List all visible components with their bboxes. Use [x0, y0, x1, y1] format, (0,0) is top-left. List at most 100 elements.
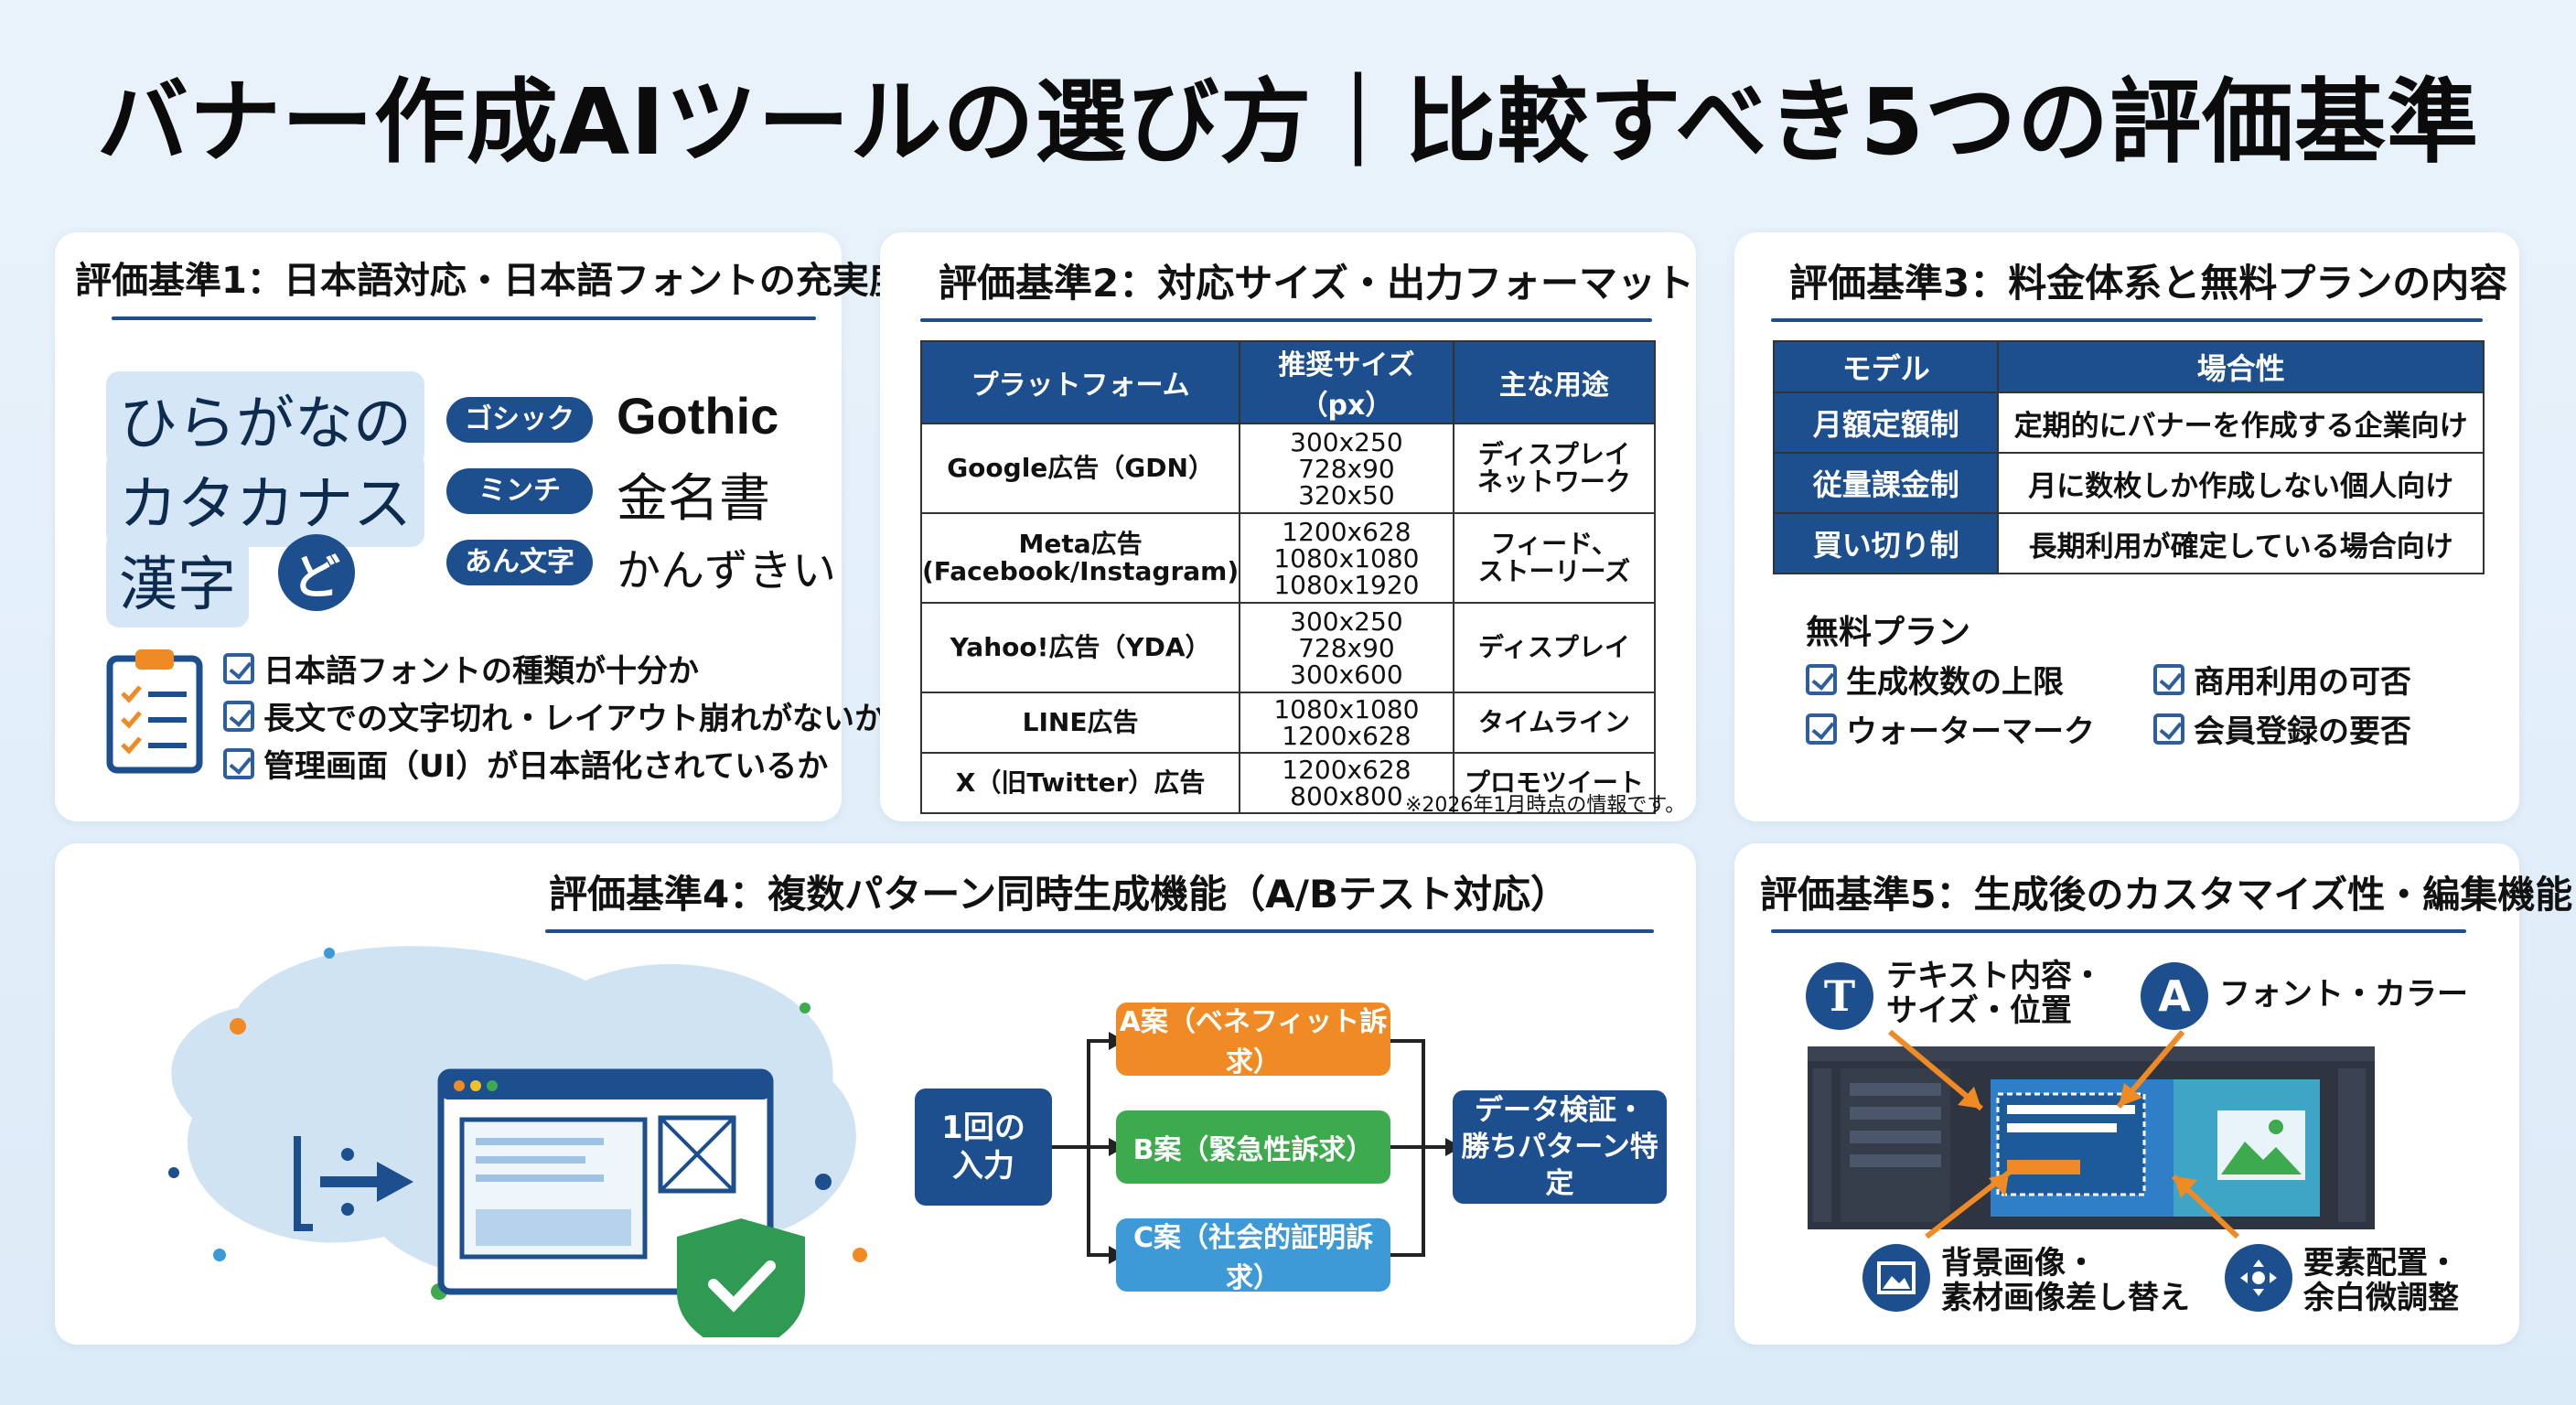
font-pill-handwriting: あん文字 [446, 540, 593, 585]
checkbox-icon [1806, 663, 1837, 695]
connector-line [1390, 1253, 1423, 1257]
usage-cell: プロモツイート [1452, 752, 1657, 814]
title-underline [1771, 929, 2466, 933]
move-icon [2225, 1244, 2292, 1312]
checkbox-icon [1806, 713, 1837, 745]
result-box: データ検証・ 勝ちパターン特定 [1453, 1090, 1667, 1204]
criterion-4-card: 評価基準4：複数パターン同時生成機能（A/Bテスト対応） [55, 843, 1696, 1356]
platform-cell: Meta広告 (Facebook/Instagram) [919, 512, 1241, 604]
criterion-1-card: 評価基準1：日本語対応・日本語フォントの充実度 ひらがなの カタカナス 漢字 ど… [55, 232, 906, 821]
kana-sample-kanji: 漢字 [106, 532, 249, 627]
flow-input-box: 1回の 入力 [915, 1089, 1052, 1206]
checkbox-icon [223, 652, 254, 684]
model-cell: 従量課金制 [1772, 452, 2000, 514]
case-cell: 月に数枚しか作成しない個人向け [1997, 452, 2485, 514]
font-color-icon: A [2141, 962, 2208, 1030]
feature-layout-label: 要素配置・ 余白微調整 [2303, 1245, 2459, 1316]
pattern-b-box: B案（緊急性訴求） [1116, 1110, 1390, 1184]
usage-cell: フィード、 ストーリーズ [1452, 512, 1657, 604]
free-plan-item: 商用利用の可否 [2153, 657, 2411, 702]
checkbox-icon [2153, 663, 2184, 695]
criterion-5-title: 評価基準5：生成後のカスタマイズ性・編集機能 [1760, 873, 2573, 917]
criterion-4-title: 評価基準4：複数パターン同時生成機能（A/Bテスト対応） [549, 872, 1569, 917]
criterion-3-title: 評価基準3：料金体系と無料プランの内容 [1789, 261, 2508, 306]
kana-sample-katakana: カタカナス [106, 452, 424, 547]
footnote: ※2026年1月時点の情報です。 [1405, 794, 1686, 817]
column-header: モデル [1772, 340, 2000, 393]
table-row: 従量課金制月に数枚しか作成しない個人向け [1772, 452, 2485, 514]
checkbox-icon [223, 700, 254, 732]
model-cell: 買い切り制 [1772, 512, 2000, 574]
criterion-2-card: 評価基準2：対応サイズ・出力フォーマット プラットフォーム 推奨サイズ（px） … [880, 232, 1696, 821]
checkbox-icon [223, 747, 254, 779]
font-sample-handwriting: かんずきい [617, 545, 837, 596]
table-row: 月額定額制定期的にバナーを作成する企業向け [1772, 391, 2485, 454]
free-plan-item: 生成枚数の上限 [1806, 657, 2064, 702]
check-item: 長文での文字切れ・レイアウト崩れがないか [223, 693, 886, 738]
kana-sample-hiragana: ひらがなの [106, 371, 424, 467]
check-item: 日本語フォントの種類が十分か [223, 646, 699, 691]
font-pill-mincho: ミンチ [446, 468, 593, 514]
free-plan-item: 会員登録の要否 [2153, 706, 2411, 751]
size-cell: 1200x628 800x800 [1239, 752, 1454, 814]
platform-cell: X（旧Twitter）広告 [919, 752, 1241, 814]
feature-text-label: テキスト内容・ サイズ・位置 [1886, 958, 2103, 1029]
feature-image-label: 背景画像・ 素材画像差し替え [1941, 1245, 2190, 1316]
title-underline [920, 318, 1652, 322]
table-header-row: モデル 場合性 [1772, 340, 2485, 393]
criterion-5-card: 評価基準5：生成後のカスタマイズ性・編集機能 T テキスト内容・ サイズ・位置 … [1734, 843, 2572, 1345]
font-logo-icon: ど [278, 534, 355, 611]
platform-cell: LINE広告 [919, 692, 1241, 754]
platform-cell: Yahoo!広告（YDA） [919, 602, 1241, 693]
checkbox-icon [2153, 713, 2184, 745]
criterion-1-title: 評価基準1：日本語対応・日本語フォントの充実度 [75, 260, 906, 302]
size-cell: 300x250 728x90 300x600 [1239, 602, 1454, 693]
title-underline [545, 929, 1654, 933]
page-title: バナー作成AIツールの選び方｜比較すべき5つの評価基準 [96, 69, 2480, 176]
font-sample-gothic: Gothic [617, 387, 779, 445]
column-header: プラットフォーム [919, 340, 1241, 424]
size-cell: 1080x1080 1200x628 [1239, 692, 1454, 754]
table-row: Meta広告 (Facebook/Instagram)1200x628 1080… [919, 512, 1657, 604]
column-header: 推奨サイズ（px） [1239, 340, 1454, 424]
column-header: 場合性 [1997, 340, 2485, 393]
connector-line [1052, 1145, 1089, 1149]
size-cell: 1200x628 1080x1080 1080x1920 [1239, 512, 1454, 604]
criterion-3-card: 評価基準3：料金体系と無料プランの内容 モデル 場合性 月額定額制定期的にバナー… [1734, 232, 2519, 821]
connector-line [1087, 1145, 1112, 1149]
free-plan-item: ウォーターマーク [1806, 706, 2095, 751]
clipboard-icon [104, 646, 205, 774]
platform-cell: Google広告（GDN） [919, 423, 1241, 514]
title-underline [1771, 318, 2483, 322]
usage-cell: ディスプレイ [1452, 602, 1657, 693]
text-edit-icon: T [1806, 962, 1873, 1030]
case-cell: 長期利用が確定している場合向け [1997, 512, 2485, 574]
font-sample-mincho: 金名書 [617, 469, 770, 529]
case-cell: 定期的にバナーを作成する企業向け [1997, 391, 2485, 454]
column-header: 主な用途 [1452, 340, 1657, 424]
criterion-2-title: 評価基準2：対応サイズ・出力フォーマット [939, 261, 1694, 306]
feature-font-label: フォント・カラー [2219, 976, 2468, 1013]
connector-line [1087, 1039, 1112, 1043]
ab-illustration [110, 907, 915, 1356]
title-underline [112, 316, 816, 320]
usage-cell: タイムライン [1452, 692, 1657, 754]
font-pill-gothic: ゴシック [446, 397, 593, 443]
table-row: 買い切り制長期利用が確定している場合向け [1772, 512, 2485, 574]
free-plan-title: 無料プラン [1806, 614, 1971, 651]
check-item: 管理画面（UI）が日本語化されているか [223, 741, 828, 786]
pattern-a-box: A案（ベネフィット訴求） [1116, 1003, 1390, 1078]
model-cell: 月額定額制 [1772, 391, 2000, 454]
usage-cell: ディスプレイ ネットワーク [1452, 423, 1657, 514]
pattern-c-box: C案（社会的証明訴求） [1116, 1218, 1390, 1294]
editor-mock [1808, 1046, 2375, 1229]
size-cell: 300x250 728x90 320x50 [1239, 423, 1454, 514]
connector-line [1087, 1253, 1112, 1257]
connector-line [1422, 1145, 1449, 1149]
image-icon [1862, 1244, 1930, 1312]
connector-line [1390, 1039, 1423, 1043]
